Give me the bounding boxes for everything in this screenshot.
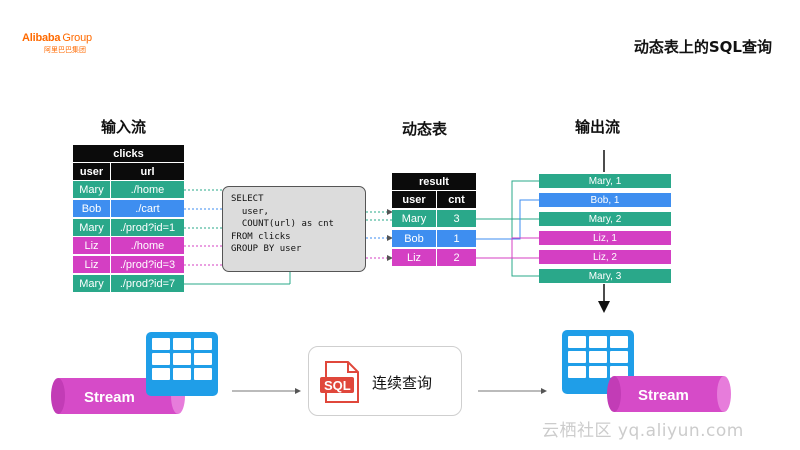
- stream-cylinder-icon: [607, 376, 731, 412]
- clicks-row-user: Mary: [73, 219, 110, 236]
- clicks-row-url: ./home: [111, 181, 184, 198]
- clicks-row-user: Mary: [73, 275, 110, 292]
- sql-line: GROUP BY user: [231, 244, 302, 254]
- output-event: Liz, 2: [539, 250, 671, 264]
- result-row-cnt: 1: [437, 230, 476, 247]
- clicks-row-user: Liz: [73, 256, 110, 273]
- stream-right-graphic: [562, 330, 731, 412]
- output-stream-heading: 输出流: [575, 118, 621, 136]
- result-col-user: user: [392, 191, 436, 208]
- stream-left-graphic: [51, 332, 218, 414]
- sql-line: COUNT(url) as cnt: [231, 219, 334, 229]
- table-grid-icon: [146, 332, 218, 396]
- clicks-row-url: ./home: [111, 237, 184, 254]
- page-title: 动态表上的SQL查询: [633, 38, 772, 56]
- logo-text: Alibaba: [22, 32, 61, 44]
- output-event: Mary, 3: [539, 269, 671, 283]
- sql-line: SELECT: [231, 194, 264, 204]
- result-row-user: Bob: [392, 230, 436, 247]
- stream-left-label: Stream: [84, 389, 135, 406]
- query-result-links: [366, 209, 393, 261]
- result-row-cnt: 3: [437, 210, 476, 227]
- continuous-query-label: 连续查询: [372, 374, 433, 392]
- output-event: Bob, 1: [539, 193, 671, 207]
- clicks-row-user: Mary: [73, 181, 110, 198]
- output-event: Mary, 1: [539, 174, 671, 188]
- result-output-links: [476, 180, 539, 277]
- input-dashed-links: [184, 189, 222, 266]
- sql-query-box: SELECT user, COUNT(url) as cnt FROM clic…: [222, 186, 366, 272]
- result-row-user: Liz: [392, 249, 436, 266]
- clicks-row-user: Bob: [73, 200, 110, 217]
- clicks-row-url: ./prod?id=7: [111, 275, 184, 292]
- input-stream-heading: 输入流: [101, 118, 147, 136]
- clicks-row-url: ./prod?id=1: [111, 219, 184, 236]
- clicks-col-user: user: [73, 163, 110, 180]
- watermark: 云栖社区 yq.aliyun.com: [542, 421, 744, 441]
- result-table-title: result: [392, 173, 476, 190]
- sql-document-icon: [320, 361, 359, 403]
- sql-line: FROM clicks: [231, 231, 291, 242]
- clicks-table-title: clicks: [73, 145, 184, 162]
- clicks-row-url: ./cart: [111, 200, 184, 217]
- table-grid-icon: [562, 330, 634, 394]
- result-col-cnt: cnt: [437, 191, 476, 208]
- clicks-row-url: ./prod?id=3: [111, 256, 184, 273]
- output-event: Mary, 2: [539, 212, 671, 226]
- clicks-col-url: url: [111, 163, 184, 180]
- sql-icon-label: SQL: [324, 378, 351, 393]
- sql-line: user,: [231, 206, 269, 217]
- output-event: Liz, 1: [539, 231, 671, 245]
- result-row-cnt: 2: [437, 249, 476, 266]
- logo-group-text: Group: [62, 32, 92, 44]
- result-row-user: Mary: [392, 210, 436, 227]
- logo-subtitle: 阿里巴巴集团: [44, 46, 86, 54]
- clicks-row-user: Liz: [73, 237, 110, 254]
- dynamic-table-heading: 动态表: [402, 120, 448, 138]
- stream-right-label: Stream: [638, 387, 689, 404]
